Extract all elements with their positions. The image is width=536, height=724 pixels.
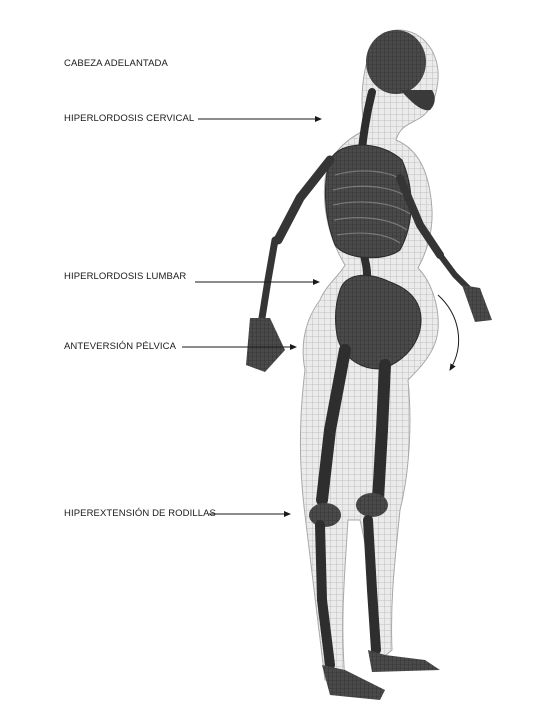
- label-forward-head: CABEZA ADELANTADA: [64, 58, 168, 69]
- pelvic-rotation-arrow: [438, 295, 459, 370]
- left-hand: [246, 318, 285, 372]
- rib-cage: [325, 145, 411, 258]
- front-femur: [378, 365, 385, 500]
- front-foot: [368, 650, 440, 672]
- back-knee: [309, 503, 341, 527]
- label-knees: HIPEREXTENSIÓN DE RODILLAS: [64, 508, 216, 519]
- right-hand: [462, 285, 492, 322]
- left-humerus: [278, 160, 330, 240]
- right-forearm: [440, 255, 470, 290]
- label-cervical: HIPERLORDOSIS CERVICAL: [64, 113, 194, 124]
- left-forearm: [262, 240, 275, 318]
- label-pelvic: ANTEVERSIÓN PÉLVICA: [64, 341, 176, 352]
- skull: [366, 30, 426, 94]
- label-lumbar: HIPERLORDOSIS LUMBAR: [64, 271, 186, 282]
- front-knee: [356, 493, 388, 517]
